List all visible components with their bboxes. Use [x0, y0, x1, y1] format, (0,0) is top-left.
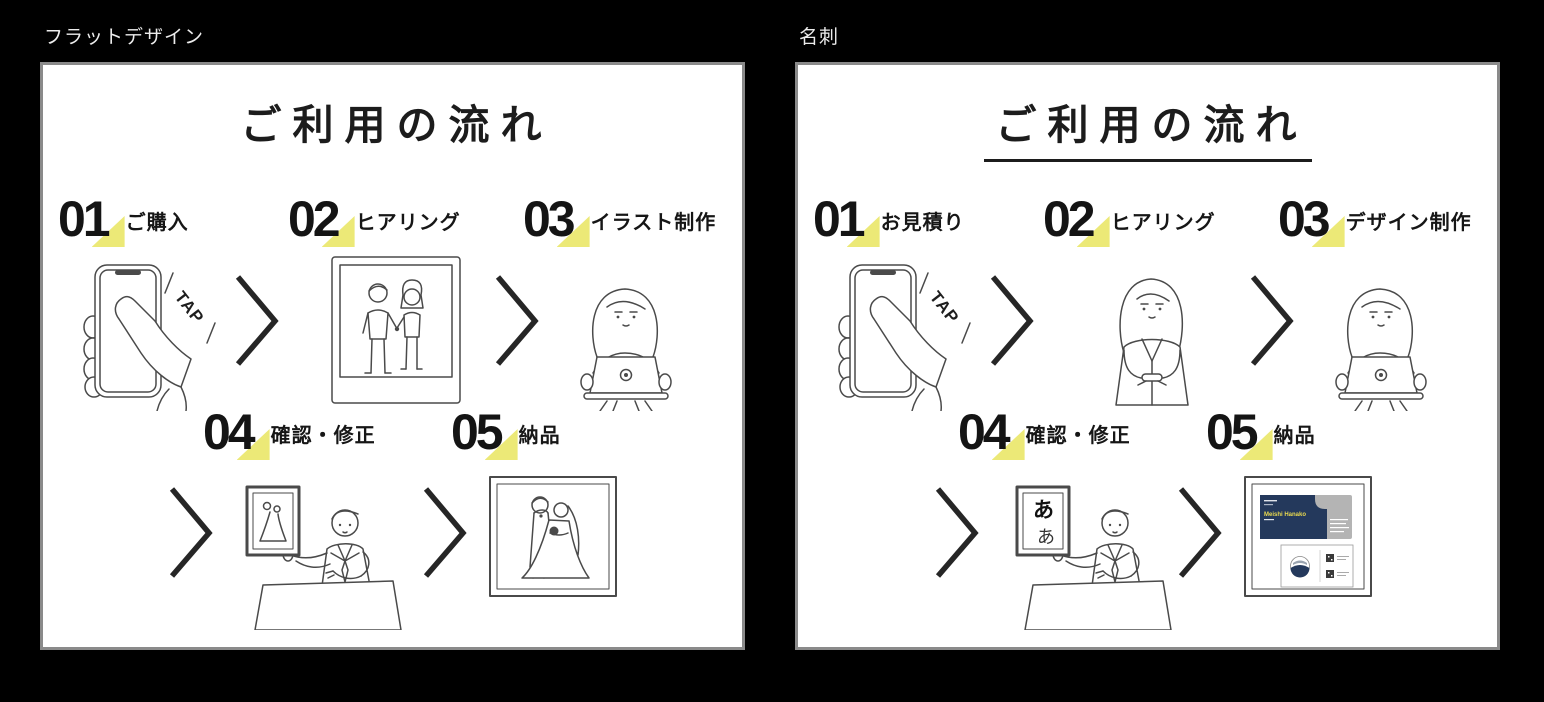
- panel-caption-business-card: 名刺: [799, 27, 840, 48]
- step-number: 01: [58, 191, 111, 247]
- step-label: 納品: [1273, 425, 1316, 447]
- business-card-frame-icon: Meishi Hanako: [1244, 476, 1372, 597]
- chevron-right-icon: [493, 273, 541, 373]
- title-row: ご利用の流れ: [798, 91, 1497, 162]
- panel-caption-flat-design: フラットデザイン: [44, 27, 205, 48]
- step-number: 04: [203, 404, 256, 460]
- step-02-hearing: 02 ヒアリング: [288, 194, 461, 247]
- business-card-name: Meishi Hanako: [1264, 512, 1306, 518]
- step-01-estimate: 01 お見積り: [813, 194, 965, 247]
- step-number: 01: [813, 191, 866, 247]
- step-number: 02: [288, 191, 341, 247]
- step-number: 03: [523, 191, 576, 247]
- step-04-check: 04 確認・修正: [958, 407, 1131, 460]
- step-03-illustration: 03 イラスト制作: [523, 194, 717, 247]
- chevron-right-icon: [233, 273, 281, 373]
- step-label: お見積り: [880, 212, 965, 234]
- woman-laptop-illustration: [563, 261, 688, 416]
- step-label: 確認・修正: [1025, 425, 1131, 447]
- title-row: ご利用の流れ: [43, 91, 742, 159]
- standing-woman-icon: [1115, 278, 1189, 406]
- step-label: ヒアリング: [1110, 212, 1216, 234]
- woman-laptop-icon: [1335, 288, 1427, 412]
- phone-tap-illustration: TAP: [69, 259, 219, 416]
- chevron-right-icon: [988, 273, 1036, 373]
- chevron-right-icon: [167, 485, 215, 585]
- panel-business-card: ご利用の流れ 01 お見積り 02 ヒアリング 03 デザイン制作 04 確認・…: [795, 62, 1500, 650]
- step-label: デザイン制作: [1345, 212, 1472, 234]
- step-01-purchase: 01 ご購入: [58, 194, 189, 247]
- step-label: 納品: [518, 425, 561, 447]
- man-showing-sign-illustration: あ あ: [993, 465, 1203, 635]
- step-number: 03: [1278, 191, 1331, 247]
- woman-laptop-illustration: [1318, 261, 1443, 416]
- couple-photo-illustration: [326, 255, 466, 410]
- step-number: 04: [958, 404, 1011, 460]
- step-03-design: 03 デザイン制作: [1278, 194, 1472, 247]
- wedding-frame-icon: [489, 476, 617, 597]
- wedding-frame-illustration: [488, 475, 618, 603]
- tap-label: TAP: [171, 288, 208, 328]
- step-05-delivery: 05 納品: [451, 407, 561, 460]
- step-number: 05: [451, 404, 504, 460]
- step-label: 確認・修正: [270, 425, 376, 447]
- page-title: ご利用の流れ: [983, 91, 1312, 162]
- chevron-right-icon: [933, 485, 981, 585]
- couple-photo-icon: [331, 256, 461, 404]
- phone-tap-icon: TAP: [83, 264, 216, 412]
- standing-woman-illustration: [1093, 255, 1213, 415]
- chevron-right-icon: [1248, 273, 1296, 373]
- step-number: 02: [1043, 191, 1096, 247]
- woman-laptop-icon: [580, 288, 672, 412]
- phone-tap-icon: TAP: [838, 264, 971, 412]
- panel-flat-design: ご利用の流れ 01 ご購入 02 ヒアリング 03 イラスト制作 04 確認・修…: [40, 62, 745, 650]
- step-05-delivery: 05 納品: [1206, 407, 1316, 460]
- business-card-frame-illustration: Meishi Hanako: [1243, 475, 1373, 603]
- man-frame-icon: [245, 485, 402, 631]
- step-number: 05: [1206, 404, 1259, 460]
- sign-char-large: あ: [1033, 499, 1054, 522]
- page-title: ご利用の流れ: [240, 102, 553, 148]
- step-label: ヒアリング: [355, 212, 461, 234]
- step-label: ご購入: [125, 212, 189, 234]
- step-label: イラスト制作: [590, 212, 717, 234]
- man-sign-icon: あ あ: [1015, 485, 1172, 631]
- tap-label: TAP: [926, 288, 963, 328]
- chevron-right-icon: [421, 485, 469, 585]
- man-showing-frame-illustration: [223, 465, 433, 635]
- sign-char-small: あ: [1037, 527, 1055, 547]
- step-04-check: 04 確認・修正: [203, 407, 376, 460]
- step-02-hearing: 02 ヒアリング: [1043, 194, 1216, 247]
- chevron-right-icon: [1176, 485, 1224, 585]
- phone-tap-illustration: TAP: [824, 259, 974, 416]
